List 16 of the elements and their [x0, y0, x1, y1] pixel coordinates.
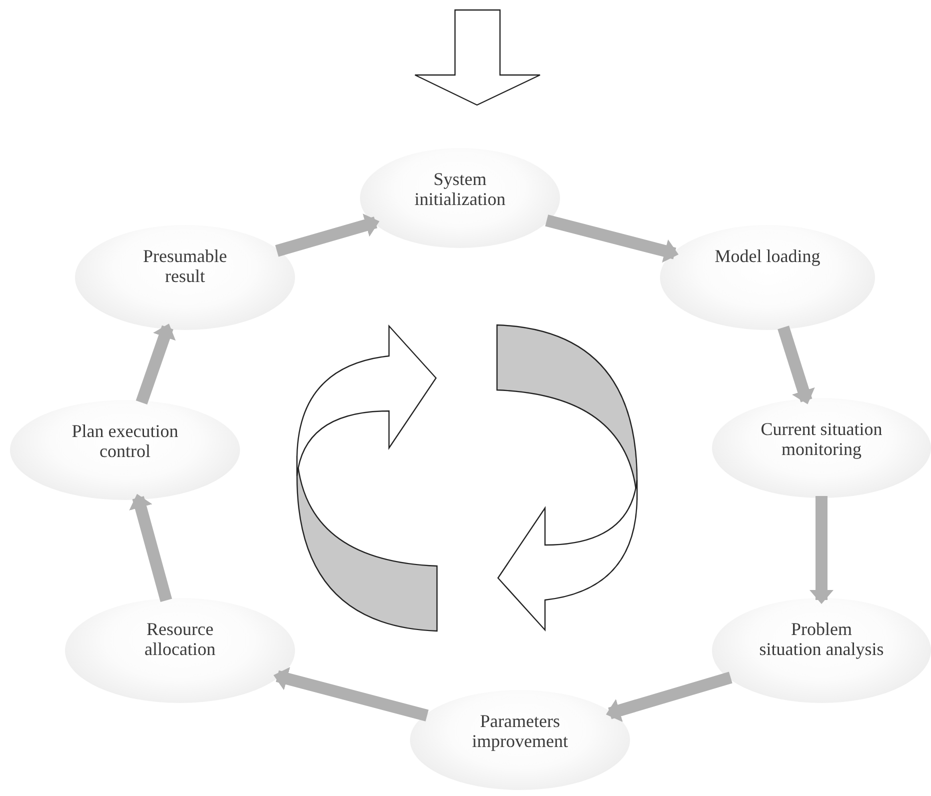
node-label: Presumable result: [142, 247, 228, 287]
arrow: [275, 214, 380, 257]
node-label: Plan execution control: [70, 422, 180, 462]
node-label: System initialization: [414, 170, 506, 210]
arrow: [545, 214, 679, 263]
node-label: Resource allocation: [144, 620, 216, 660]
arrow: [778, 326, 815, 404]
arrow: [606, 672, 732, 722]
arrow: [136, 324, 176, 404]
arrow: [274, 667, 429, 722]
node-label: Parameters improvement: [471, 712, 569, 752]
arrow: [129, 494, 172, 602]
node-label: Current situation monitoring: [760, 420, 884, 460]
node-label: Model loading: [714, 247, 822, 267]
arrow: [810, 496, 834, 604]
node-label: Problem situation analysis: [759, 620, 884, 660]
